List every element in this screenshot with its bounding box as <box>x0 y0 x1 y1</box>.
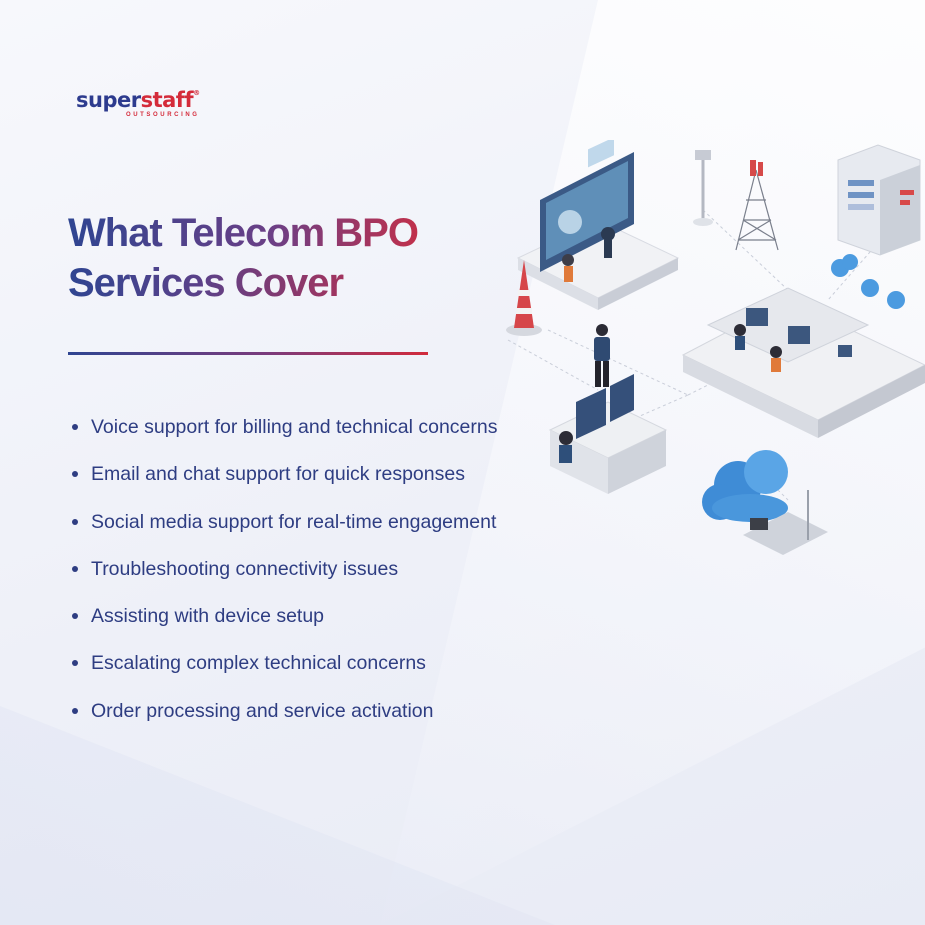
list-item: Order processing and service activation <box>72 697 498 744</box>
page-title: What Telecom BPO Services Cover <box>68 208 438 308</box>
monitor-icon <box>516 140 680 310</box>
logo-staff: staff <box>140 88 194 112</box>
page-title-line-2: Services Cover <box>68 258 358 308</box>
logo-wordmark: superstaff® <box>76 90 200 111</box>
cloud-icon <box>702 450 828 555</box>
list-item: Troubleshooting connectivity issues <box>72 555 498 602</box>
list-item: Voice support for billing and technical … <box>72 413 498 460</box>
telecom-illustration <box>506 140 925 555</box>
logo-tagline: OUTSOURCING <box>125 112 200 118</box>
services-list: Voice support for billing and technical … <box>72 413 498 744</box>
page-title-line-1: What Telecom BPO <box>68 208 438 258</box>
antenna-tower-icon <box>693 150 713 226</box>
agent-workstation-icon <box>681 287 925 438</box>
title-divider <box>68 352 428 355</box>
server-icon <box>837 144 921 256</box>
cone-icon <box>506 260 542 336</box>
person-figure <box>594 324 610 387</box>
logo-registered-mark: ® <box>193 89 200 97</box>
logo-super: super <box>76 88 141 112</box>
list-item: Escalating complex technical concerns <box>72 649 498 696</box>
agent-workstation-icon <box>548 374 668 494</box>
list-item: Assisting with device setup <box>72 602 498 649</box>
superstaff-logo: superstaff® OUTSOURCING <box>76 90 200 119</box>
cloud-icon <box>831 254 905 309</box>
antenna-tower-icon <box>735 160 779 251</box>
list-item: Email and chat support for quick respons… <box>72 460 498 507</box>
list-item: Social media support for real-time engag… <box>72 508 498 555</box>
